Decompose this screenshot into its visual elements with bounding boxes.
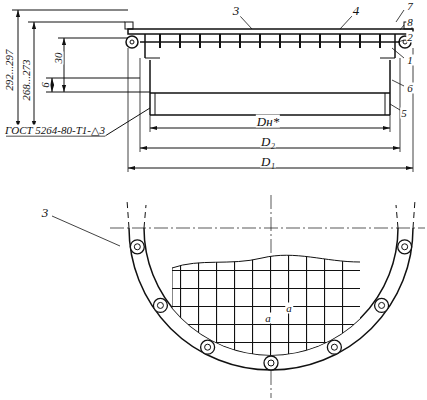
callout-number: a xyxy=(285,303,293,314)
dimension-label: 30 xyxy=(53,52,64,65)
dimension-label: 268...273 xyxy=(21,58,32,101)
callout-number: 5 xyxy=(400,108,408,119)
dimension-label: ГОСТ 5264-80-Т1-△3 xyxy=(4,125,106,136)
dimension-label: Dн* xyxy=(256,115,280,128)
callout-number: 2 xyxy=(406,32,414,43)
callout-number: 7 xyxy=(406,1,414,12)
callout-number: 6 xyxy=(406,83,414,94)
callout-number: a xyxy=(264,313,272,324)
callout-number: 1 xyxy=(406,55,414,66)
dimension-label: 6 xyxy=(40,81,51,89)
dimension-label: D₂ xyxy=(260,135,276,148)
callout-number: 3 xyxy=(41,206,50,219)
callout-number: 8 xyxy=(406,17,414,28)
dimension-label: D₁ xyxy=(260,155,276,168)
dimension-label: 292...297 xyxy=(4,48,15,91)
callout-number: 3 xyxy=(232,4,241,17)
callout-number: 4 xyxy=(352,4,361,17)
